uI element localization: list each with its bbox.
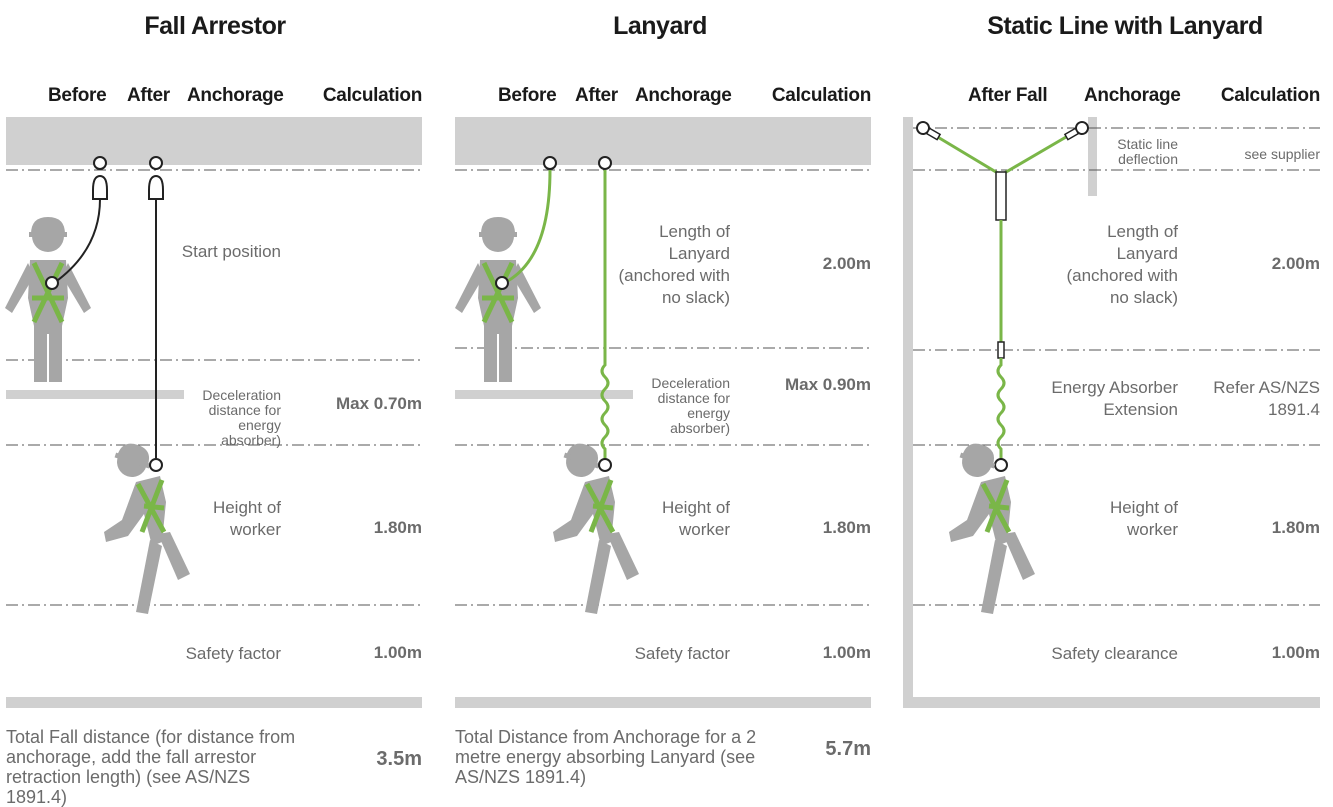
row-label-deceleration: Deceleration distance for energy absorbe… — [202, 387, 281, 448]
row-value-length-of-lanyard: 2.00m — [822, 254, 871, 273]
panel-title-static-line: Static Line with Lanyard — [987, 12, 1263, 40]
row-label-safety-factor: Safety factor — [634, 644, 730, 663]
total-value: 5.7m — [825, 738, 871, 760]
row-label-length-of-lanyard: Length of Lanyard (anchored with no slac… — [1066, 222, 1178, 307]
header-anchorage: Anchorage — [1084, 85, 1181, 106]
row-label-energy-absorber-extension: Energy Absorber Extension — [1051, 378, 1178, 419]
row-value-deceleration: Max 0.90m — [785, 375, 871, 394]
row-value-safety-clearance: 1.00m — [1271, 643, 1320, 662]
header-after-fall: After Fall — [968, 85, 1048, 106]
row-label-deceleration: Deceleration distance for energy absorbe… — [651, 375, 730, 436]
header-before: Before — [48, 85, 107, 106]
header-after: After — [127, 85, 170, 106]
row-value-height-of-worker: 1.80m — [822, 518, 871, 537]
row-value-energy-absorber-extension: Refer AS/NZS 1891.4 — [1213, 378, 1320, 419]
row-label-static-line-deflection: Static line deflection — [1117, 136, 1178, 167]
row-label-height-of-worker: Height of worker — [1109, 498, 1178, 539]
row-label-safety-factor: Safety factor — [185, 644, 281, 663]
row-label-length-of-lanyard: Length of Lanyard (anchored with no slac… — [618, 222, 730, 307]
panel-title-fall-arrestor: Fall Arrestor — [144, 12, 286, 40]
row-label-height-of-worker: Height of worker — [212, 498, 281, 539]
total-value: 3.5m — [376, 748, 422, 770]
row-value-deceleration: Max 0.70m — [336, 394, 422, 413]
row-label-height-of-worker: Height of worker — [661, 498, 730, 539]
row-value-height-of-worker: 1.80m — [1271, 518, 1320, 537]
row-value-static-line-deflection: see supplier — [1244, 146, 1321, 162]
total-label: Total Fall distance (for distance from a… — [6, 727, 296, 807]
lanyard-art — [455, 117, 871, 708]
row-value-safety-factor: 1.00m — [822, 643, 871, 662]
header-calculation: Calculation — [771, 85, 871, 106]
header-anchorage: Anchorage — [187, 85, 284, 106]
row-label-start-position: Start position — [181, 242, 281, 261]
header-calculation: Calculation — [1220, 85, 1320, 106]
panel-title-lanyard: Lanyard — [613, 12, 707, 40]
header-anchorage: Anchorage — [635, 85, 732, 106]
row-value-safety-factor: 1.00m — [373, 643, 422, 662]
header-after: After — [575, 85, 618, 106]
row-label-safety-clearance: Safety clearance — [1051, 644, 1178, 663]
header-before: Before — [498, 85, 557, 106]
row-value-height-of-worker: 1.80m — [373, 518, 422, 537]
fall-arrestor-art — [5, 117, 422, 708]
row-value-length-of-lanyard: 2.00m — [1271, 254, 1320, 273]
static-line-art — [903, 117, 1320, 708]
header-calculation: Calculation — [322, 85, 422, 106]
total-label: Total Distance from Anchorage for a 2 me… — [455, 727, 757, 787]
